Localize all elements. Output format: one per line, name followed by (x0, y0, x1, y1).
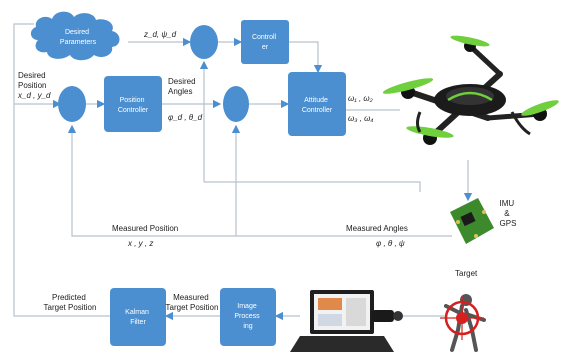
omega-34-label: ω₃ , ω₄ (348, 114, 374, 123)
kalman-filter-line2: Filter (130, 319, 146, 326)
controller-line2: er (262, 44, 269, 51)
position-controller-line2: Controller (118, 107, 149, 114)
predicted-target-position-label: Predicted Target Position (44, 293, 97, 312)
summing-junction-angles (223, 86, 249, 122)
measured-position-symbols: x , y , z (127, 239, 153, 248)
imu-gps-label: IMU & GPS (500, 199, 517, 228)
kalman-filter-line1: Kalman (125, 309, 149, 316)
attitude-controller-line1: Attitude (304, 97, 328, 104)
desired-angles-label: Desired Angles (168, 77, 198, 96)
desired-position-symbols: x_d , y_d (17, 91, 51, 100)
image-processing-block: Image Process ing (220, 288, 276, 346)
image-processing-line3: ing (243, 323, 252, 330)
desired-parameters-line1: Desired (65, 29, 89, 36)
position-controller-line1: Position (120, 97, 145, 104)
quadcopter-drone-icon (382, 35, 559, 145)
svg-text:Kalman Filter: Kalman Filter (125, 309, 151, 326)
person-target-icon (440, 294, 486, 352)
image-processing-line1: Image (237, 303, 257, 310)
desired-parameters-cloud: Desired Parameters (30, 11, 120, 61)
svg-text:Desired Parameters: Desired Parameters (60, 29, 97, 46)
signal-wires (13, 23, 473, 321)
svg-text:Attitude Controller: Attitude Controller (302, 97, 333, 114)
omega-12-label: ω₁ , ω₂ (348, 94, 373, 103)
attitude-controller-block: Attitude Controller (288, 72, 346, 136)
position-controller-block: Position Controller (104, 76, 162, 132)
attitude-controller-line2: Controller (302, 107, 333, 114)
svg-text:Controll er: Controll er (252, 34, 278, 51)
target-label: Target (455, 269, 478, 278)
measured-angles-symbols: φ , θ , ψ (376, 239, 405, 248)
measured-angles-label: Measured Angles (346, 224, 408, 233)
laptop-computer-icon (290, 290, 394, 352)
desired-parameters-line2: Parameters (60, 39, 97, 46)
controller-line1: Controll (252, 34, 277, 41)
imu-gps-circuit-board-icon (450, 198, 494, 244)
svg-text:Image Process ing: Image Process ing (234, 303, 261, 330)
kalman-filter-block: Kalman Filter (110, 288, 166, 346)
z-psi-label: z_d, ψ_d (143, 30, 177, 39)
desired-position-label: Desired Position (18, 71, 48, 90)
usb-camera-icon (372, 310, 403, 322)
summing-junction-position (58, 86, 86, 122)
measured-target-position-label: Measured Target Position (166, 293, 219, 312)
image-processing-line2: Process (234, 313, 260, 320)
controller-block: Controll er (241, 20, 289, 64)
desired-angles-symbols: φ_d , θ_d (168, 113, 203, 122)
measured-position-label: Measured Position (112, 224, 178, 233)
svg-text:Position Controller: Position Controller (118, 97, 149, 114)
summing-junction-z (190, 25, 218, 59)
